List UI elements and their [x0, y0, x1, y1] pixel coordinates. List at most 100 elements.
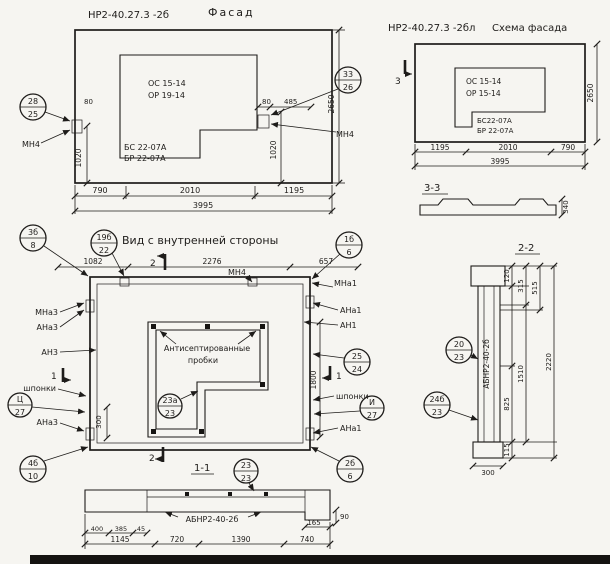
section-mark-1-right: 1	[322, 366, 342, 382]
svg-text:300: 300	[95, 415, 103, 428]
inner-dim-1800: 1800	[309, 318, 324, 441]
svg-text:10: 10	[28, 472, 38, 481]
svg-text:24: 24	[352, 365, 362, 374]
inner-shponki-right-label: шпонки	[336, 392, 369, 401]
svg-text:1510: 1510	[517, 365, 525, 383]
svg-text:315: 315	[517, 279, 525, 292]
inner-top-dims: 1082 2276 657	[54, 257, 362, 271]
section-1-1-title: 1-1	[194, 463, 210, 474]
facade-window-mark-1: ОС 15-14	[148, 79, 186, 88]
scheme-beam-mark-1: БС22-07А	[477, 117, 512, 125]
section-3-3-profile: 340	[419, 195, 570, 219]
callout-20-23: 20 23	[445, 336, 479, 364]
section-2-2-label: АБНР2-40-2б	[482, 339, 491, 389]
scan-edge-artifact	[30, 555, 610, 564]
facade-scheme-view: НР2-40.27.3 -2бл Схема фасада ОС 15-14 О…	[388, 23, 601, 219]
svg-text:300: 300	[481, 469, 494, 477]
callout-is-27: И 27	[313, 395, 385, 421]
svg-text:1195: 1195	[284, 186, 304, 195]
svg-text:1020: 1020	[74, 148, 83, 167]
section-2-2-body	[470, 265, 506, 459]
inner-edge-anchors	[85, 277, 315, 441]
svg-text:3б: 3б	[28, 228, 38, 237]
facade-dim-80-left: 80	[84, 98, 93, 106]
svg-text:И: И	[369, 398, 375, 407]
facade-anchor-left	[71, 119, 83, 134]
svg-text:23: 23	[165, 409, 175, 418]
inner-note-line-1: Антисептированные	[164, 344, 250, 353]
facade-mn4-right-label: МН4	[336, 130, 354, 139]
section-1-1-dims: 165 90 400 385 45 1145 720 1390 740	[81, 506, 349, 549]
svg-text:6: 6	[347, 472, 352, 481]
svg-text:23а: 23а	[162, 396, 177, 405]
svg-text:2: 2	[150, 259, 156, 269]
callout-ts-27: Ц 27	[7, 392, 86, 418]
svg-text:115: 115	[503, 443, 511, 456]
svg-text:90: 90	[340, 513, 349, 521]
svg-text:28: 28	[28, 97, 38, 106]
inner-mn4-label: МН4	[228, 268, 246, 277]
scheme-vertical-dim: 2650	[586, 40, 601, 146]
svg-text:1082: 1082	[83, 257, 102, 266]
inner-dim-300: 300	[95, 403, 111, 442]
svg-text:27: 27	[367, 411, 377, 420]
svg-text:24б: 24б	[429, 395, 444, 404]
svg-text:6: 6	[346, 248, 351, 257]
svg-text:1020: 1020	[269, 140, 278, 159]
svg-text:2010: 2010	[180, 186, 200, 195]
svg-text:385: 385	[115, 525, 127, 533]
section-1-1-slab	[84, 489, 331, 521]
svg-text:8: 8	[30, 241, 35, 250]
svg-text:720: 720	[170, 535, 185, 544]
section-3-3-title: 3-3	[424, 183, 440, 194]
scheme-window-mark-2: ОР 15-14	[466, 89, 501, 98]
facade-view: НР2-40.27.3 -2б Фасад ОС 15-14 ОР 19-14 …	[19, 6, 362, 215]
callout-2b-6: 2б 6	[310, 446, 364, 483]
section-1-1: 1-1 23 23 АБНР2-40-2б 165 90	[81, 458, 349, 549]
svg-text:23: 23	[241, 474, 251, 483]
svg-text:23: 23	[432, 408, 442, 417]
svg-text:2650: 2650	[327, 94, 336, 113]
svg-text:120: 120	[503, 269, 511, 282]
svg-text:2: 2	[149, 454, 155, 464]
svg-text:515: 515	[531, 281, 539, 294]
svg-text:26: 26	[343, 83, 353, 92]
svg-text:19б: 19б	[96, 233, 111, 242]
inner-ana3-label-a: АНа3	[37, 323, 58, 332]
svg-text:23: 23	[241, 461, 251, 470]
callout-23a-23: 23а 23	[157, 390, 199, 419]
facade-title: НР2-40.27.3 -2б	[88, 10, 169, 21]
inner-ana1-label-b: АНа1	[340, 424, 361, 433]
scheme-subtitle: Схема фасада	[492, 23, 567, 34]
svg-text:4б: 4б	[28, 459, 38, 468]
facade-beam-mark-2: БР 22-07А	[124, 154, 166, 163]
svg-text:2б: 2б	[345, 459, 355, 468]
svg-text:1: 1	[336, 372, 342, 382]
svg-text:400: 400	[91, 525, 103, 533]
inner-mna3-label: МНа3	[35, 308, 58, 317]
inner-an3-label: АН3	[41, 348, 58, 357]
facade-panel-outline	[74, 29, 333, 184]
inner-opening	[147, 321, 269, 438]
svg-text:3: 3	[395, 77, 401, 87]
inner-mna1-label: МНа1	[334, 279, 357, 288]
facade-window-mark-2: ОР 19-14	[148, 91, 185, 100]
inner-note-line-2: пробки	[188, 356, 218, 365]
facade-callout-28-25: 28 25	[19, 93, 71, 122]
svg-text:2276: 2276	[202, 257, 221, 266]
svg-text:Ц: Ц	[17, 395, 23, 404]
inner-panel-outline	[89, 276, 311, 451]
callout-25-24: 25 24	[312, 348, 371, 376]
inner-view-title: Вид с внутренней стороны	[122, 234, 278, 247]
svg-text:25: 25	[28, 110, 38, 119]
scheme-panel-outline	[414, 43, 586, 143]
svg-text:1195: 1195	[430, 143, 449, 152]
svg-text:1800: 1800	[309, 370, 318, 389]
scheme-beam-mark-2: БР 22-07А	[477, 127, 514, 135]
scheme-window-mark-1: ОС 15-14	[466, 77, 502, 86]
svg-text:790: 790	[561, 143, 576, 152]
scheme-section-mark-3: 3	[395, 60, 412, 87]
svg-text:45: 45	[137, 525, 145, 533]
svg-text:1б: 1б	[344, 235, 354, 244]
svg-text:20: 20	[454, 340, 464, 349]
